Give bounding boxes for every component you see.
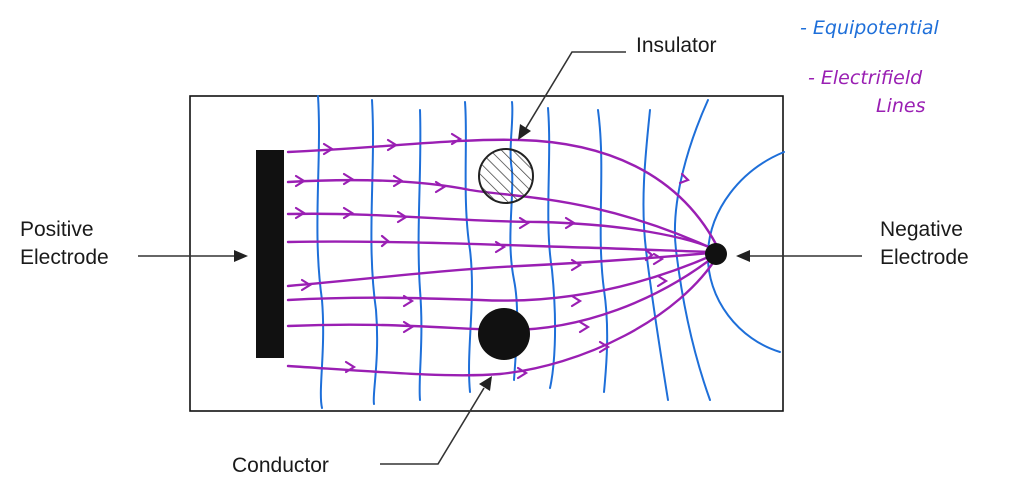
equipotential-line bbox=[547, 107, 557, 389]
negative-electrode-label-line1: Negative bbox=[880, 218, 963, 241]
field-arrowhead bbox=[644, 248, 654, 262]
insulator-label: Insulator bbox=[636, 34, 717, 57]
negative-electrode bbox=[705, 243, 727, 265]
field-arrowheads bbox=[294, 132, 690, 380]
field-arrowhead bbox=[652, 252, 665, 266]
field-arrowhead bbox=[434, 180, 447, 194]
conductor-arrowhead bbox=[479, 376, 492, 391]
positive-electrode-label-line1: Positive bbox=[20, 218, 94, 241]
conductor-label: Conductor bbox=[232, 454, 329, 477]
conductor bbox=[478, 308, 530, 360]
legend-equipotential: - Equipotential bbox=[800, 17, 940, 39]
positive-electrode bbox=[256, 150, 284, 358]
positive-electrode-label-line2: Electrode bbox=[20, 246, 109, 269]
field-arrowhead bbox=[402, 320, 415, 334]
positive-arrowhead bbox=[234, 250, 248, 262]
field-arrowhead bbox=[570, 258, 583, 272]
insulator bbox=[478, 148, 534, 204]
legend-field-lines-line2: Lines bbox=[876, 95, 926, 117]
negative-arrowhead bbox=[736, 250, 750, 262]
field-line bbox=[286, 138, 722, 254]
field-arrowhead bbox=[342, 172, 355, 186]
field-arrowhead bbox=[570, 294, 583, 308]
field-arrowhead bbox=[518, 216, 531, 230]
field-arrowhead bbox=[380, 234, 390, 248]
field-arrowhead bbox=[300, 278, 313, 292]
field-arrowhead bbox=[342, 206, 355, 220]
field-arrowhead bbox=[450, 132, 463, 146]
field-line bbox=[286, 212, 722, 254]
equipotential-line bbox=[316, 95, 325, 409]
equipotential-line bbox=[464, 101, 473, 393]
field-arrowhead bbox=[656, 274, 669, 288]
field-arrowhead bbox=[344, 360, 357, 374]
equipotential-line bbox=[597, 109, 609, 393]
field-arrowhead bbox=[294, 206, 307, 220]
field-arrowhead bbox=[516, 366, 529, 380]
field-line bbox=[286, 178, 722, 254]
field-arrowhead bbox=[386, 138, 399, 152]
field-arrowhead bbox=[294, 174, 307, 188]
field-arrowhead bbox=[494, 240, 507, 254]
field-arrowhead bbox=[578, 320, 591, 334]
container-box bbox=[189, 95, 784, 412]
equipotential-line bbox=[417, 109, 423, 401]
field-arrowhead bbox=[402, 294, 415, 308]
equipotential-line bbox=[370, 99, 379, 405]
field-arrowhead bbox=[322, 142, 335, 156]
pointer-arrowheads bbox=[234, 124, 750, 391]
field-line bbox=[286, 250, 722, 302]
field-line bbox=[286, 250, 722, 377]
field-arrowhead bbox=[564, 216, 577, 230]
legend-field-lines-line1: - Electrifield bbox=[808, 67, 923, 89]
field-line bbox=[286, 250, 722, 288]
field-line bbox=[286, 240, 722, 254]
field-arrowhead bbox=[598, 340, 611, 354]
insulator-arrowhead bbox=[518, 124, 531, 140]
conductor-pointer bbox=[380, 387, 485, 465]
negative-electrode-label-line2: Electrode bbox=[880, 246, 969, 269]
field-lines bbox=[286, 138, 722, 377]
insulator-pointer bbox=[525, 51, 626, 129]
field-arrowhead bbox=[678, 172, 690, 185]
field-arrowhead bbox=[392, 174, 405, 188]
field-arrowhead bbox=[396, 210, 409, 224]
pointer-lines bbox=[138, 51, 862, 465]
